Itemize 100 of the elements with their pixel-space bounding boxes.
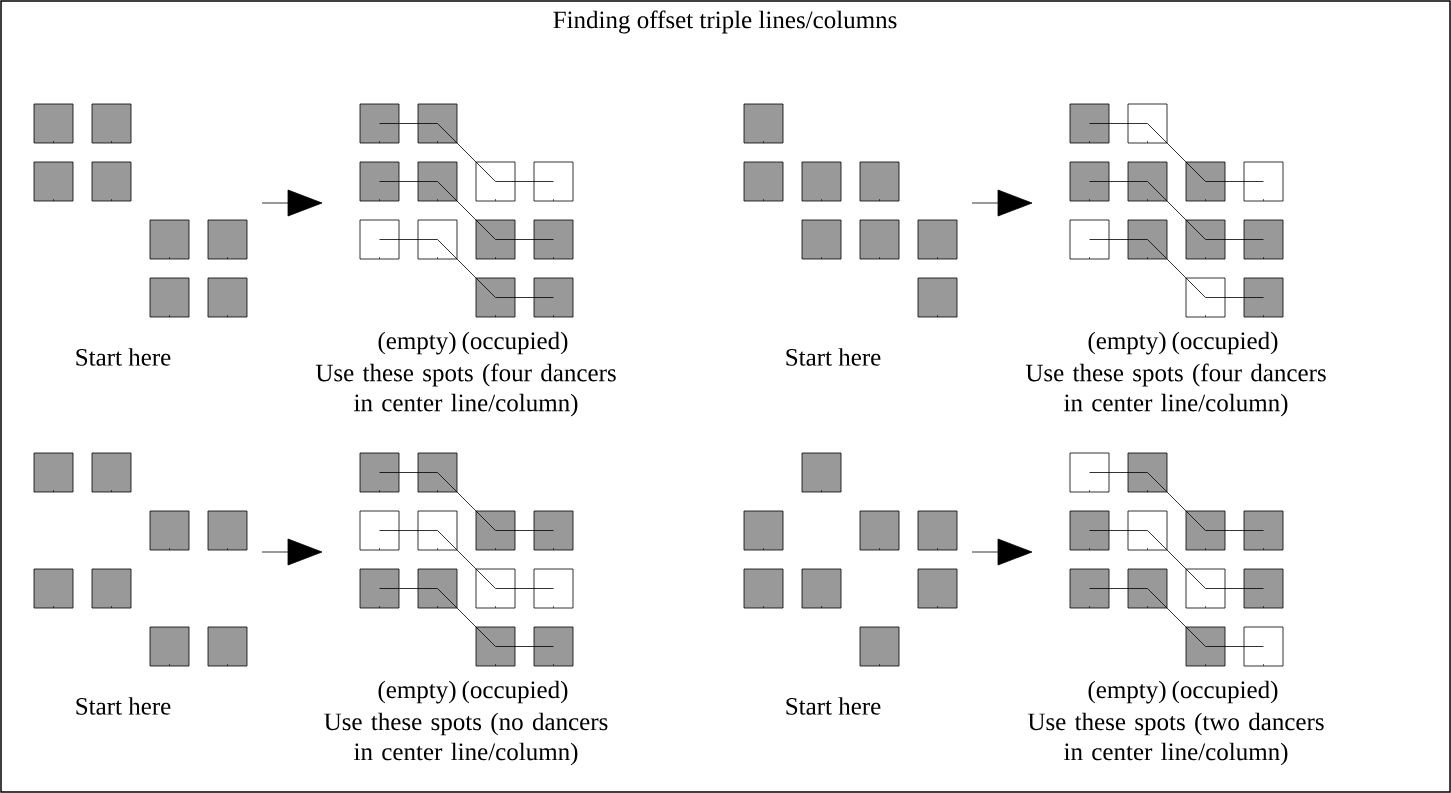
column-note: (empty) [1088, 680, 1166, 704]
column-note: (empty) [378, 331, 456, 355]
connector-line [379, 588, 438, 589]
square [1243, 568, 1284, 609]
column-note: (occupied) [462, 331, 568, 355]
square [1127, 103, 1168, 144]
square [475, 219, 516, 260]
square [1243, 626, 1284, 667]
connector-line [495, 646, 554, 647]
connector-line [1205, 297, 1264, 298]
connector-line [379, 472, 438, 473]
connector-line [437, 588, 496, 647]
square [1185, 277, 1226, 318]
column-note: (empty) [378, 680, 456, 704]
square [859, 626, 900, 667]
square [359, 161, 400, 202]
square [859, 510, 900, 551]
square [359, 510, 400, 551]
square [743, 103, 784, 144]
connector-line [1089, 588, 1148, 589]
square [917, 568, 958, 609]
title: Finding offset triple lines/columns [553, 10, 897, 34]
connector-line [495, 297, 554, 298]
connector-line [1147, 181, 1206, 240]
square [149, 219, 190, 260]
connector-line [379, 123, 438, 124]
square [1069, 452, 1110, 493]
square [1185, 219, 1226, 260]
connector-line [495, 588, 554, 589]
connector-line [1089, 123, 1148, 124]
square [1243, 161, 1284, 202]
square [859, 161, 900, 202]
square [533, 510, 574, 551]
square [917, 510, 958, 551]
square [1185, 568, 1226, 609]
square [91, 452, 132, 493]
square [533, 161, 574, 202]
connector-line [1147, 588, 1206, 647]
square [149, 626, 190, 667]
square [207, 510, 248, 551]
caption: Start here [76, 697, 171, 715]
square [475, 510, 516, 551]
square [1185, 510, 1226, 551]
square [1069, 161, 1110, 202]
connector-line [379, 530, 438, 531]
connector-line [1205, 588, 1264, 589]
connector-line [1147, 472, 1206, 531]
square [533, 219, 574, 260]
square [1127, 161, 1168, 202]
square [533, 626, 574, 667]
connector-line [437, 181, 496, 240]
square [475, 161, 516, 202]
column-note: (occupied) [1172, 331, 1278, 355]
caption: Start here [76, 348, 171, 366]
connector-line [495, 181, 554, 182]
square [417, 510, 458, 551]
connector-line [1089, 530, 1148, 531]
square [417, 452, 458, 493]
square [475, 626, 516, 667]
caption: Use these spots (no dancers in center line/column) [324, 712, 608, 766]
square [1185, 161, 1226, 202]
connector-line [1089, 472, 1148, 473]
connector-line [1147, 123, 1206, 182]
square [475, 277, 516, 318]
square [359, 568, 400, 609]
square [417, 161, 458, 202]
caption: Start here [786, 697, 881, 715]
connector-line [1205, 181, 1264, 182]
square [743, 161, 784, 202]
square [801, 219, 842, 260]
connector-line [1089, 239, 1148, 240]
square [1069, 103, 1110, 144]
square [417, 219, 458, 260]
square [91, 103, 132, 144]
connector-line [437, 530, 496, 589]
square [801, 568, 842, 609]
square [801, 161, 842, 202]
square [207, 219, 248, 260]
square [1127, 510, 1168, 551]
square [359, 219, 400, 260]
square [417, 568, 458, 609]
square [533, 277, 574, 318]
square [743, 510, 784, 551]
square [917, 219, 958, 260]
caption: Use these spots (two dancers in center line/column) [1027, 712, 1324, 766]
connector-line [1147, 530, 1206, 589]
square [33, 452, 74, 493]
connector-line [1205, 646, 1264, 647]
square [149, 510, 190, 551]
connector-line [379, 181, 438, 182]
connector-line [437, 239, 496, 298]
square [475, 568, 516, 609]
square [33, 103, 74, 144]
column-note: (occupied) [1172, 680, 1278, 704]
square [801, 452, 842, 493]
square [207, 277, 248, 318]
connector-line [1205, 239, 1264, 240]
square [33, 568, 74, 609]
caption: Start here [786, 348, 881, 366]
connector-line [437, 472, 496, 531]
